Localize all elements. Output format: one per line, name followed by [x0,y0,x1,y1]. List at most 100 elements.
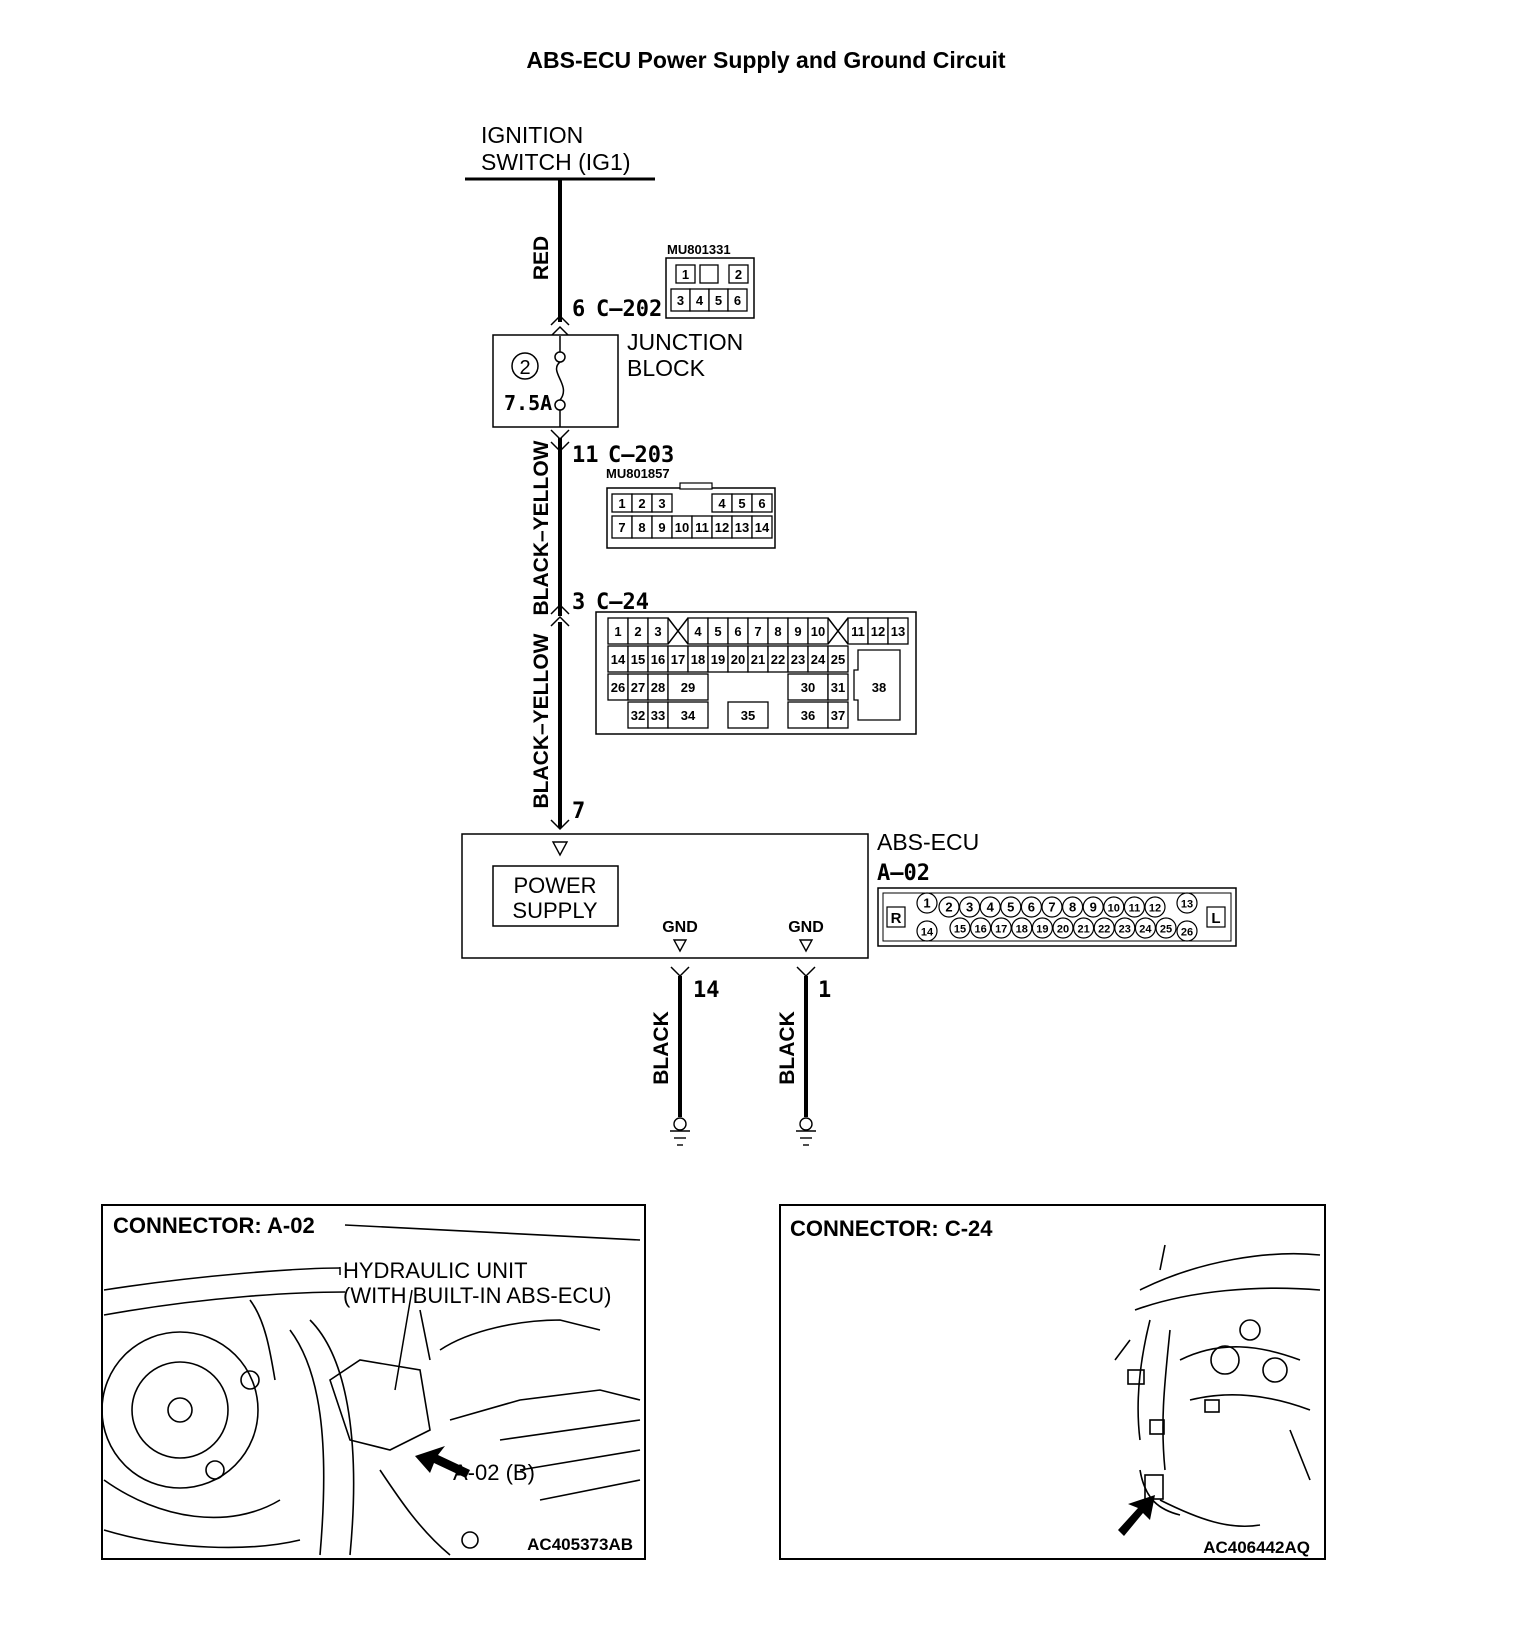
wire-color-black-right: BLACK [776,1011,799,1085]
fuse-rating: 7.5A [504,391,552,415]
c24-pin-32: 32 [627,701,649,729]
a02-pin-24-label: 24 [1139,924,1152,936]
callout-hydraulic-unit-1: HYDRAULIC UNIT [343,1258,528,1283]
c203-pin-14: 14 [751,515,773,539]
a02-pin-17: 17 [990,917,1012,939]
c202-pin-1-label: 1 [682,267,689,282]
c24-pin-19: 19 [707,645,729,673]
c24-pin-4-label: 4 [694,624,702,639]
fuse-terminal-top [554,351,566,363]
c24-pin-3: 3 [647,617,669,645]
fuse-element [555,336,565,427]
c203-pin-7-label: 7 [618,520,625,535]
junction-block-label-2: BLOCK [627,355,706,381]
c24-pin-15: 15 [627,645,649,673]
connector-chevrons [550,314,570,831]
pin-c203: 11 [572,443,599,468]
a02-pin-14: 14 [916,920,938,942]
ignition-switch-line1: IGNITION [481,122,583,148]
c24-pin-31-label: 31 [831,680,845,695]
c202-pin-2: 2 [728,264,749,284]
junction-block: 2 7.5A JUNCTION BLOCK [492,329,743,428]
a02-pin-10-label: 10 [1108,903,1120,915]
c203-pin-12: 12 [711,515,733,539]
c202-pin-5-label: 5 [715,293,722,308]
c24-pin-7: 7 [747,617,769,645]
a02-pin-1-label: 1 [923,896,930,911]
c24-pin-22-label: 22 [771,652,785,667]
a02-pin-11: 11 [1123,896,1146,918]
connector-name-c203: C–203 [608,443,674,468]
chevron-c202-b [550,325,570,337]
a02-pin-7: 7 [1041,896,1063,918]
a02-pin-24: 24 [1134,917,1157,939]
pin-a02-power: 7 [572,799,585,824]
c24-pin-21-label: 21 [751,652,765,667]
a02-pin-18: 18 [1011,917,1033,939]
c24-pin-35-label: 35 [741,708,755,723]
c24-pin-15-label: 15 [631,652,645,667]
a02-pin-13-label: 13 [1181,899,1193,911]
c24-pin-9-label: 9 [794,624,801,639]
c24-pin-5: 5 [707,617,729,645]
c24-pin-18-label: 18 [691,652,705,667]
power-supply-label-1: POWER [513,873,596,898]
ground-symbol-left [670,1117,690,1146]
a02-pin-19-label: 19 [1036,924,1048,936]
c24-pin-5-label: 5 [714,624,721,639]
a02-pin-3-label: 3 [966,900,973,915]
fuse-number: 2 [519,357,530,379]
junction-block-box [492,334,619,428]
c24-blank-1 [667,617,689,645]
c24-pin-8-label: 8 [774,624,781,639]
a02-pin-13: 13 [1176,892,1198,914]
c203-pin-7: 7 [611,515,633,539]
c24-pin-20-label: 20 [731,652,745,667]
gnd-arrow-left [672,939,688,953]
a02-pin-10: 10 [1103,896,1125,918]
callout-a02-b: A-02 (B) [453,1460,535,1485]
wire-color-black-left: BLACK [650,1011,673,1085]
c24-pin-36: 36 [787,701,829,729]
power-input-arrow [551,841,569,857]
ignition-switch-line2: SWITCH (IG1) [481,149,631,175]
c203-pin-2-label: 2 [638,496,645,511]
c203-pin-13-label: 13 [735,520,749,535]
a02-pin-12: 12 [1144,896,1166,918]
wire-color-black-yellow-lower: BLACK–YELLOW [530,633,553,808]
c24-pin-27-label: 27 [631,680,645,695]
a02-pin-18-label: 18 [1016,924,1028,936]
c24-pin-35: 35 [727,701,769,729]
c203-pin-2: 2 [631,493,653,513]
diagram-title: ABS-ECU Power Supply and Ground Circuit [526,47,1006,73]
a02-pin-1: 1 [916,892,938,914]
c24-pin-13: 13 [887,617,909,645]
c24-pin-11-label: 11 [851,624,865,639]
panel-connector-a02: CONNECTOR: A-02 HYDRAULIC UNIT (WITH BUI… [101,1204,646,1560]
a02-pin-17-label: 17 [995,924,1007,936]
pin-c202: 6 [572,297,585,322]
panel-c24-title: CONNECTOR: C-24 [790,1216,993,1241]
chevron-a02 [550,819,570,831]
a02-pin-26-label: 26 [1181,927,1193,939]
a02-pin-23-label: 23 [1119,924,1131,936]
c203-pin-4: 4 [711,493,733,513]
a02-pin-15: 15 [949,917,971,939]
chevron-c203 [550,429,570,441]
a02-pin-9-label: 9 [1090,900,1097,915]
leader-hydraulic-unit [394,1289,413,1391]
c24-pin-19-label: 19 [711,652,725,667]
c24-blank-2 [827,617,849,645]
c24-pin-23-label: 23 [791,652,805,667]
a02-pin-23: 23 [1114,917,1136,939]
fuse-terminal-bottom [554,399,566,411]
a02-pin-8-label: 8 [1069,900,1076,915]
arrow-a02 [415,1446,470,1478]
panel-c24-frame [779,1204,1326,1560]
a02-pin-6: 6 [1020,896,1043,918]
a02-pin-21: 21 [1072,917,1095,939]
c202-pin-3-label: 3 [677,293,684,308]
c203-pin-5: 5 [731,493,753,513]
wire-color-red: RED [530,236,553,280]
a02-pin-21-label: 21 [1077,924,1089,936]
